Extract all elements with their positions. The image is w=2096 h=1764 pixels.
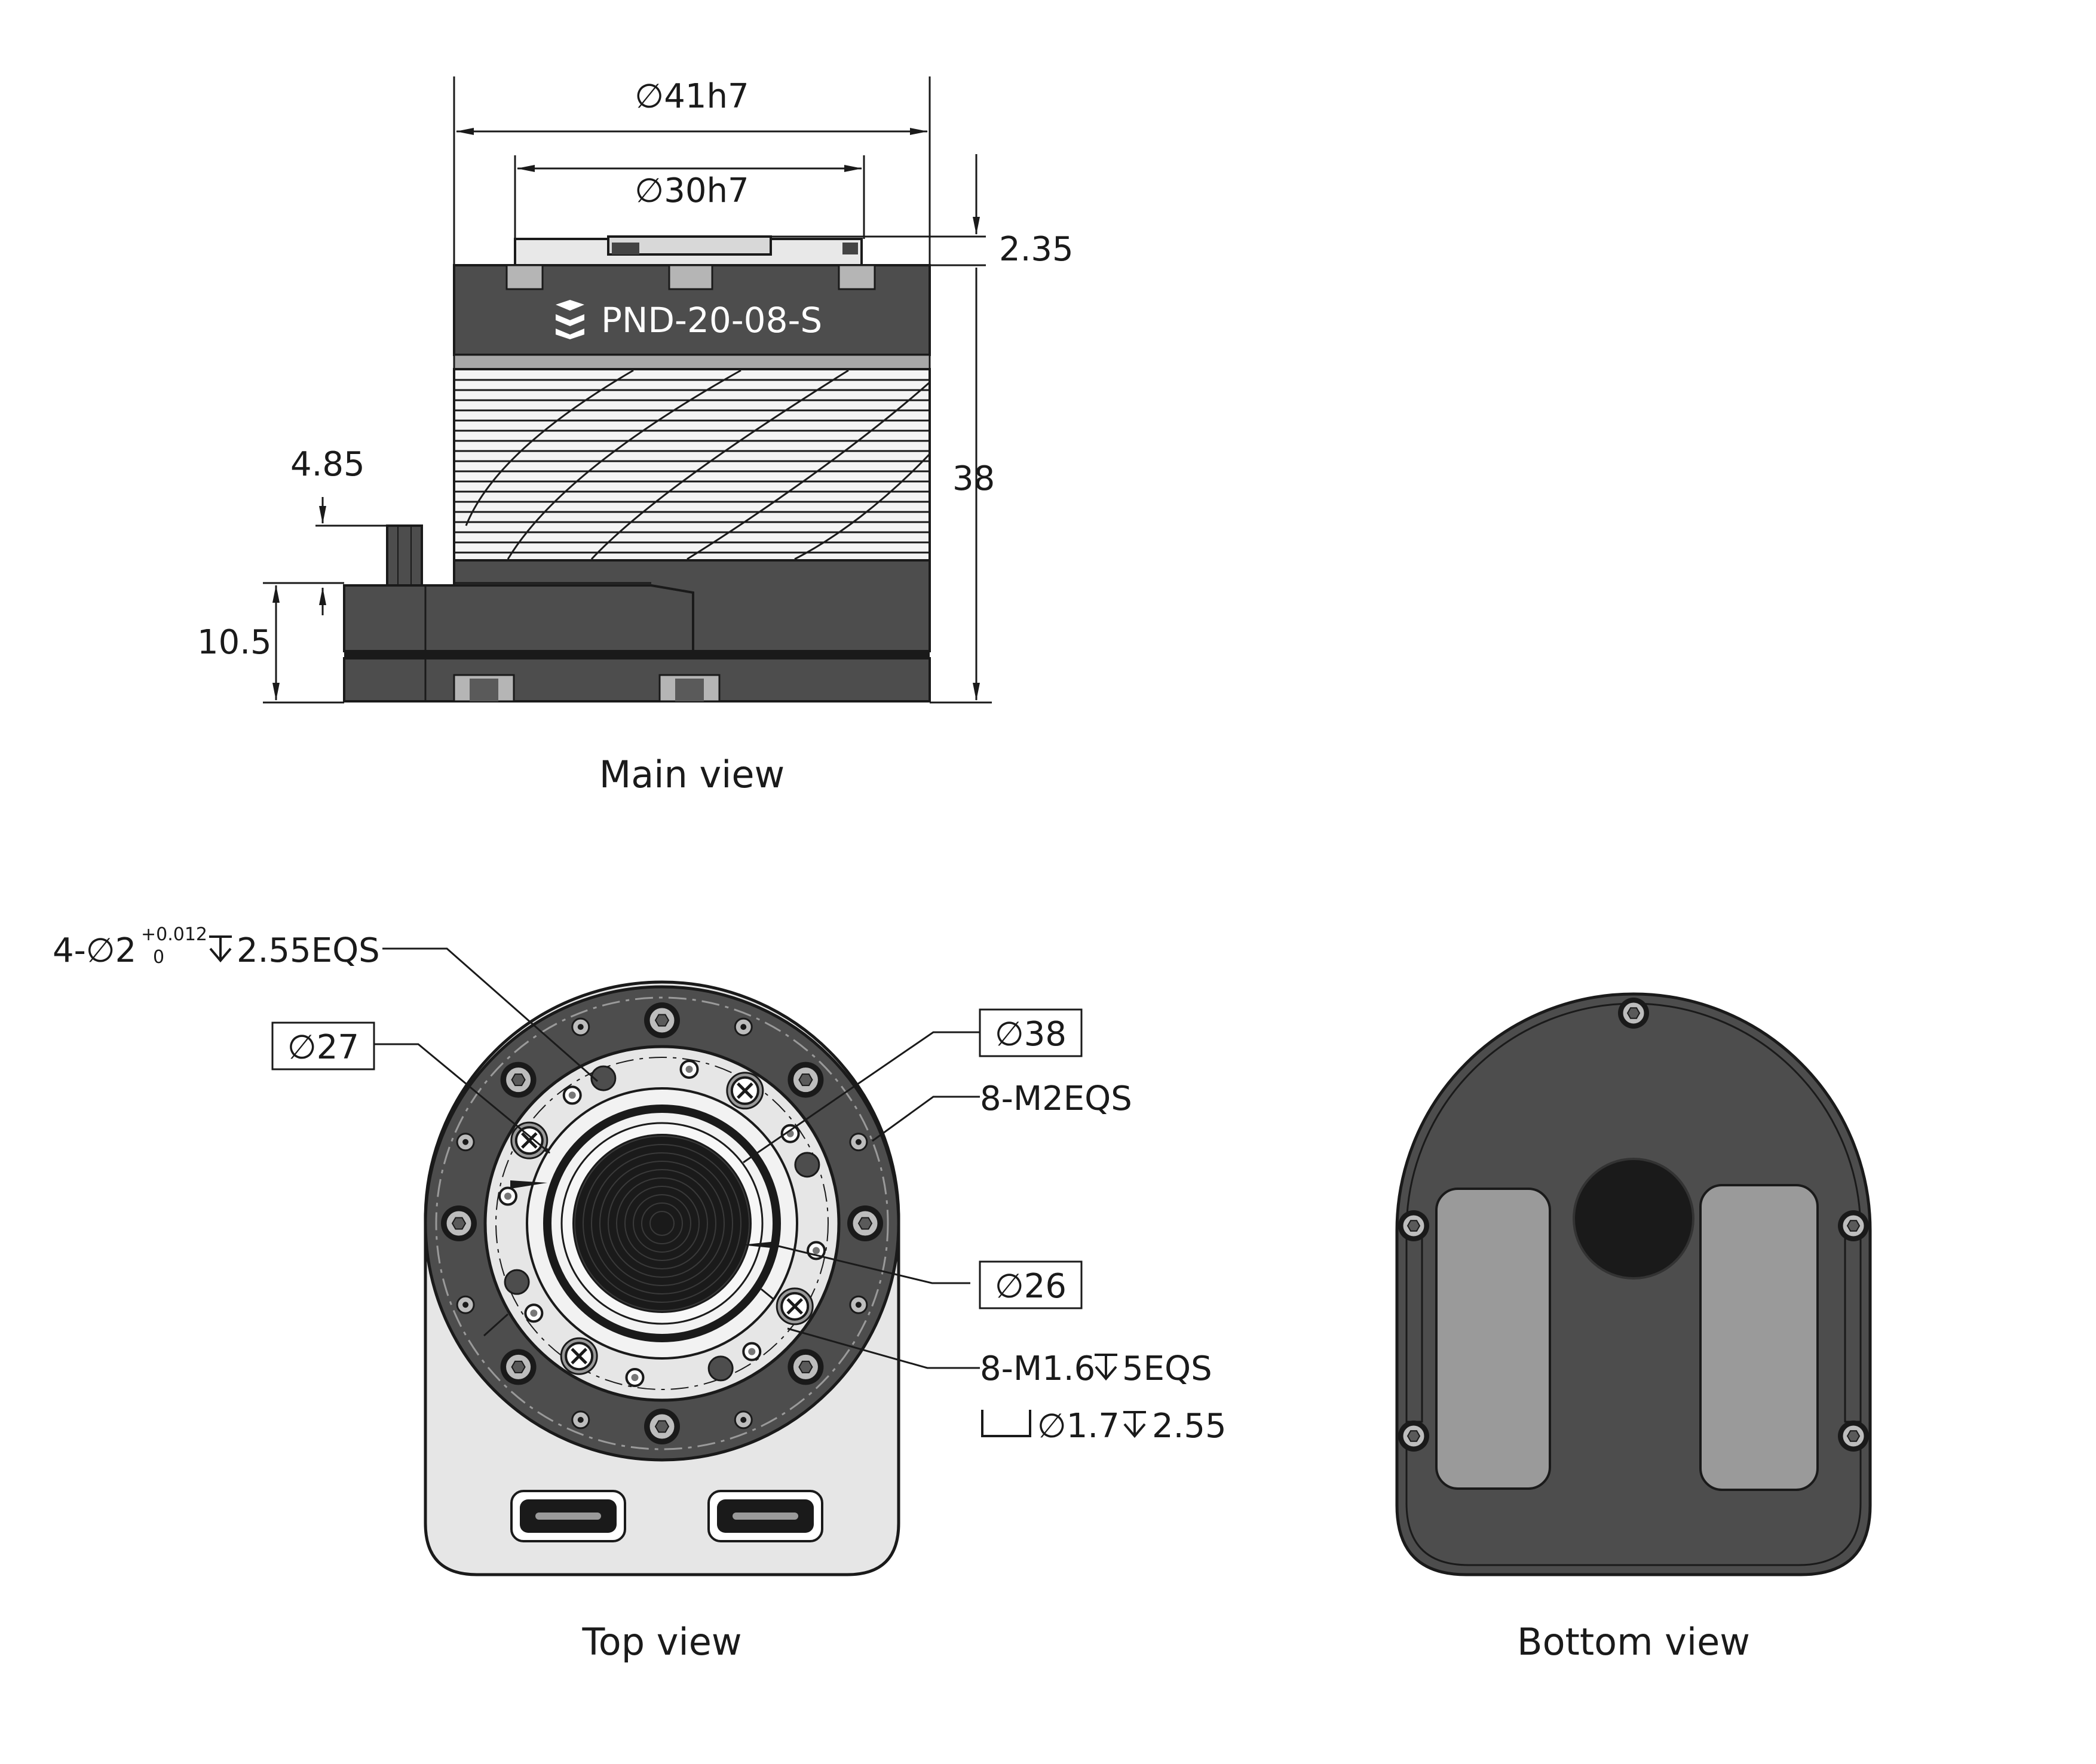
flange-bolt-icon [500,1349,537,1385]
dim-base-height: 10.5 [197,623,272,662]
model-label: PND-20-08-S [601,300,822,340]
depth-symbol-icon [1095,1354,1117,1381]
top-view: 4-∅2 +0.012 0 2.55EQS ∅27 ∅38 8-M2EQS ∅2… [53,924,1227,1664]
callout-cbore-depth: 2.55 [1152,1407,1227,1446]
main-view: PND-20-08-S [197,76,1074,796]
flange-hole-icon [456,1295,475,1314]
finned-body [453,368,931,562]
depth-symbol-icon [209,935,232,963]
brand-logo-icon [556,300,584,339]
callout-m2: 8-M2EQS [980,1079,1132,1118]
ring-thread-hole-icon [498,1186,517,1206]
flange-bolt-icon [847,1205,883,1241]
connector-pin [386,524,423,587]
callout-pin-holes-depth: 2.55EQS [237,931,380,970]
pin-hole-icon [590,1065,617,1091]
dim-height: 38 [952,459,995,498]
flange-hole-icon [849,1133,868,1152]
flange-hole-icon [571,1017,590,1036]
main-view-caption: Main view [599,753,785,796]
callout-cbore-diameter: ∅1.7 [1037,1407,1120,1446]
flange-bolt-icon [441,1205,477,1241]
connector-block [343,584,694,652]
bottom-bolt-icon [1838,1210,1869,1241]
output-disc [572,1134,752,1313]
top-view-caption: Top view [581,1620,741,1664]
flange-bolt-icon [500,1062,537,1098]
bottom-view-caption: Bottom view [1517,1620,1750,1664]
bottom-bolt-icon [1838,1421,1869,1452]
ring-thread-hole-icon [742,1342,762,1361]
cross-screw-icon [560,1337,598,1375]
ring-thread-hole-icon [679,1059,699,1079]
cross-screw-icon [776,1287,814,1326]
pin-hole-icon [794,1152,820,1178]
callout-d27: ∅27 [287,1028,359,1067]
callout-m16-depth: 5EQS [1122,1349,1212,1388]
depth-symbol-icon [1123,1411,1146,1438]
flange-hole-icon [456,1133,475,1152]
flange-hole-icon [734,1017,753,1036]
flange-hole-icon [734,1410,753,1429]
counterbore-symbol-icon [981,1410,1031,1437]
flange-bolt-icon [787,1062,824,1098]
callout-pin-holes-tol-upper: +0.012 [141,924,207,945]
flange-bolt-icon [644,1409,680,1444]
ring-thread-hole-icon [625,1368,645,1388]
bottom-view: Bottom view [1395,992,1872,1664]
bottom-pad-left [1435,1188,1551,1490]
callout-d26: ∅26 [995,1267,1067,1306]
flange-bolt-icon [644,1002,680,1038]
bottom-bolt-icon [1618,998,1649,1029]
flange-bolt-icon [787,1349,824,1385]
ring-thread-hole-icon [562,1085,582,1105]
dim-top-offset: 2.35 [999,230,1074,269]
flange-hole-icon [571,1410,590,1429]
callout-m16: 8-M1.6 [980,1349,1095,1388]
callout-pin-holes: 4-∅2 [53,931,136,970]
ring-thread-hole-icon [524,1303,544,1323]
flange-hole-icon [849,1295,868,1314]
cross-screw-icon [726,1072,764,1110]
bottom-center-plug [1573,1158,1694,1280]
bottom-bolt-icon [1398,1421,1429,1452]
dim-inner-diameter: ∅30h7 [635,171,749,210]
bottom-pad-right [1699,1184,1819,1491]
callout-pin-holes-tol-lower: 0 [153,947,164,968]
base-housing [343,657,931,702]
callout-d38: ∅38 [995,1015,1067,1054]
dim-connector-offset: 4.85 [290,445,365,484]
dim-outer-diameter: ∅41h7 [635,77,749,116]
cross-screw-icon [510,1121,548,1159]
bottom-bolt-icon [1398,1210,1429,1241]
pin-hole-icon [504,1269,530,1295]
pin-hole-icon [707,1355,734,1382]
